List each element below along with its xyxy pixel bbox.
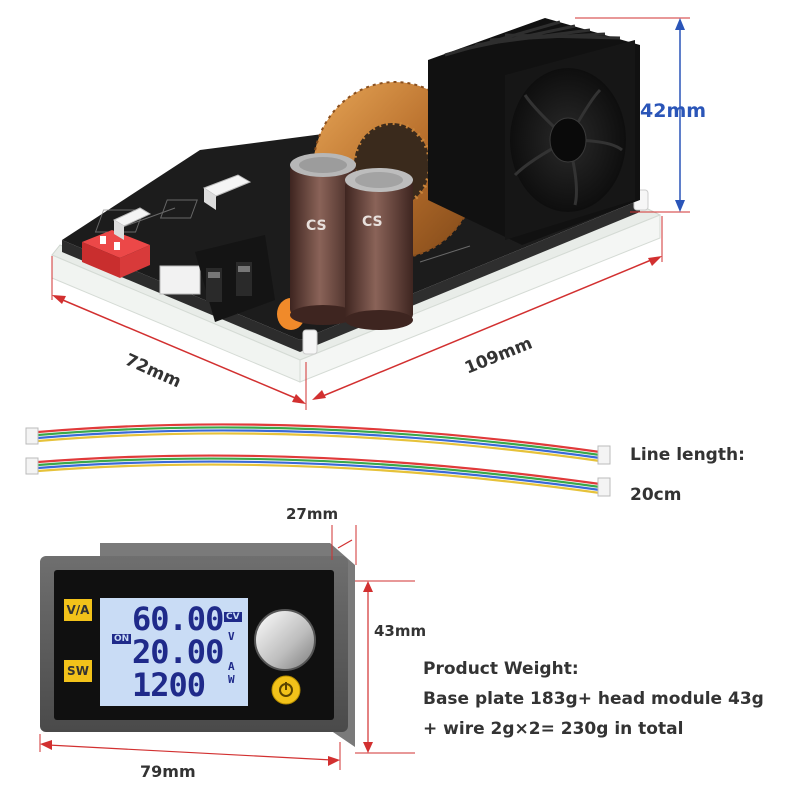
base-plate [51, 204, 662, 383]
cable-connector-1b [25, 427, 39, 445]
sw-button[interactable]: SW [64, 660, 92, 682]
line-length-value: 20cm [630, 485, 682, 505]
cooling-fan [505, 40, 635, 240]
ribbon-cable-1 [37, 423, 601, 463]
dimension-module-depth: 27mm [286, 505, 339, 523]
dimension-module-width: 79mm [140, 762, 196, 781]
power-reading: 1200 [132, 666, 206, 704]
connector-white-1 [112, 207, 152, 240]
lcd-screen [100, 598, 248, 706]
current-reading: 20.00 [132, 633, 224, 671]
cv-badge: CV [224, 612, 242, 622]
weight-title: Product Weight: [423, 659, 579, 679]
dip-switch [82, 230, 150, 278]
capacitor-label: CS [306, 218, 327, 234]
dimension-height: 42mm [640, 100, 707, 122]
dimension-lines-bottom [39, 525, 415, 770]
capacitor-2 [345, 168, 413, 330]
cable-connector-2b [25, 457, 39, 475]
voltage-reading: 60.00 [132, 600, 224, 638]
cable-connector-2 [597, 477, 611, 497]
weight-line-1: Base plate 183g+ head module 43g [423, 689, 764, 709]
unit-voltage: V [228, 630, 235, 643]
capacitor-1 [290, 153, 356, 325]
dimension-lines-top [51, 17, 690, 410]
ribbon-cable-2 [37, 454, 601, 495]
connector-white-3 [159, 265, 201, 295]
standoff [302, 329, 318, 355]
unit-current: A [228, 660, 235, 673]
cable-connector-1 [597, 445, 611, 465]
dimension-module-height: 43mm [374, 622, 427, 640]
va-button[interactable]: V/A [64, 599, 92, 621]
line-length-label: Line length: [630, 445, 745, 465]
terminal-block [195, 235, 275, 322]
capacitor-label-2: CS [362, 214, 383, 230]
rotary-knob[interactable] [254, 609, 316, 671]
connector-white-2 [202, 174, 252, 210]
weight-line-2: + wire 2g×2= 230g in total [423, 719, 684, 739]
unit-power: W [228, 673, 235, 686]
on-badge: ON [112, 634, 132, 644]
